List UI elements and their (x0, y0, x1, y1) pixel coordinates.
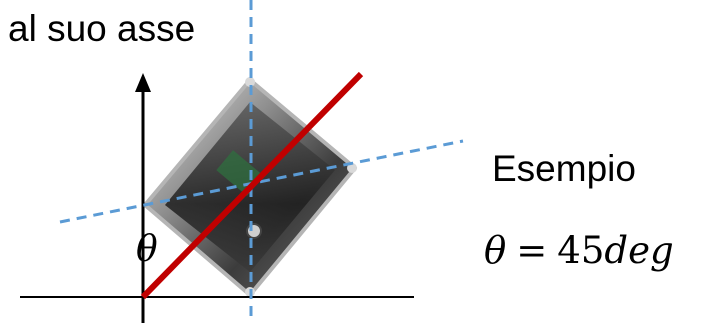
angle-equation: θ=45deg (484, 232, 674, 269)
dashed-tilted-axis (59, 139, 464, 224)
example-caption: Esempio (492, 148, 636, 189)
theta-angle-label: θ (136, 229, 158, 270)
equation-theta: θ (484, 229, 507, 272)
equation-equals: = (516, 229, 548, 272)
cube-corner-top (245, 77, 255, 87)
cube-sensor (246, 223, 262, 239)
equation-unit: deg (604, 229, 674, 272)
top-caption: al suo asse (8, 8, 196, 49)
equation-value: 45 (557, 229, 605, 272)
rotation-line (140, 71, 364, 300)
cube-corner-right (347, 163, 357, 173)
arrow-up-icon (135, 73, 151, 92)
